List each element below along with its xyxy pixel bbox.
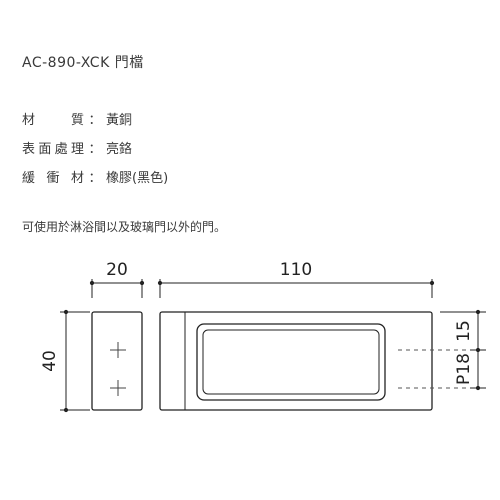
spec-value-material: 黃銅 bbox=[106, 113, 133, 128]
spec-label-char: 衝 bbox=[46, 171, 60, 186]
dimension-side-width bbox=[89, 279, 145, 298]
spec-value-buffer: 橡膠(黑色) bbox=[106, 171, 169, 186]
spec-label-buffer: 緩 衝 材 bbox=[22, 167, 84, 186]
dimension-height bbox=[60, 309, 90, 413]
spec-label-char: 面 bbox=[38, 142, 52, 157]
spec-label-char: 材 bbox=[22, 113, 36, 128]
side-view-body bbox=[91, 311, 143, 411]
side-view bbox=[91, 311, 143, 411]
dimension-front-width-label: 110 bbox=[280, 260, 312, 280]
spec-label-char: 理 bbox=[70, 142, 84, 157]
screw-hole-lower-icon bbox=[110, 380, 126, 396]
spec-value-finish: 亮鉻 bbox=[106, 142, 133, 157]
spec-label-finish: 表 面 處 理 bbox=[22, 138, 84, 157]
spec-row-material: 材 質 ： 黃銅 bbox=[22, 104, 168, 133]
product-title: AC-890-XCK 門檔 bbox=[22, 55, 144, 71]
hole-centerlines bbox=[398, 349, 478, 389]
spec-separator: ： bbox=[88, 142, 102, 157]
spec-row-finish: 表 面 處 理 ： 亮鉻 bbox=[22, 133, 168, 162]
usage-note: 可使用於淋浴間以及玻璃門以外的門。 bbox=[22, 220, 227, 234]
dimension-side-width-label: 20 bbox=[106, 260, 128, 280]
front-view-body bbox=[159, 311, 433, 411]
spec-row-buffer: 緩 衝 材 ： 橡膠(黑色) bbox=[22, 162, 168, 191]
rubber-buffer-outline bbox=[196, 323, 386, 401]
dimension-15-label: 15 bbox=[454, 320, 474, 342]
dimension-p18-label: P18 bbox=[454, 353, 474, 385]
spec-separator: ： bbox=[88, 171, 102, 186]
spec-list: 材 質 ： 黃銅 表 面 處 理 ： 亮鉻 緩 衝 材 ： 橡膠(黑色) bbox=[22, 104, 168, 191]
spec-label-char: 處 bbox=[54, 142, 68, 157]
spec-label-material: 材 質 bbox=[22, 109, 84, 128]
rubber-buffer-inner bbox=[202, 329, 380, 395]
spec-label-char: 材 bbox=[70, 171, 84, 186]
spec-separator: ： bbox=[88, 113, 102, 128]
spec-label-char: 表 bbox=[22, 142, 36, 157]
dimension-front-width bbox=[157, 279, 435, 298]
spec-label-char: 質 bbox=[70, 113, 84, 128]
dimension-right bbox=[440, 309, 486, 391]
screw-hole-upper-icon bbox=[110, 342, 126, 358]
spec-label-char: 緩 bbox=[22, 171, 36, 186]
dimension-height-label: 40 bbox=[40, 350, 60, 372]
front-view bbox=[159, 311, 433, 411]
